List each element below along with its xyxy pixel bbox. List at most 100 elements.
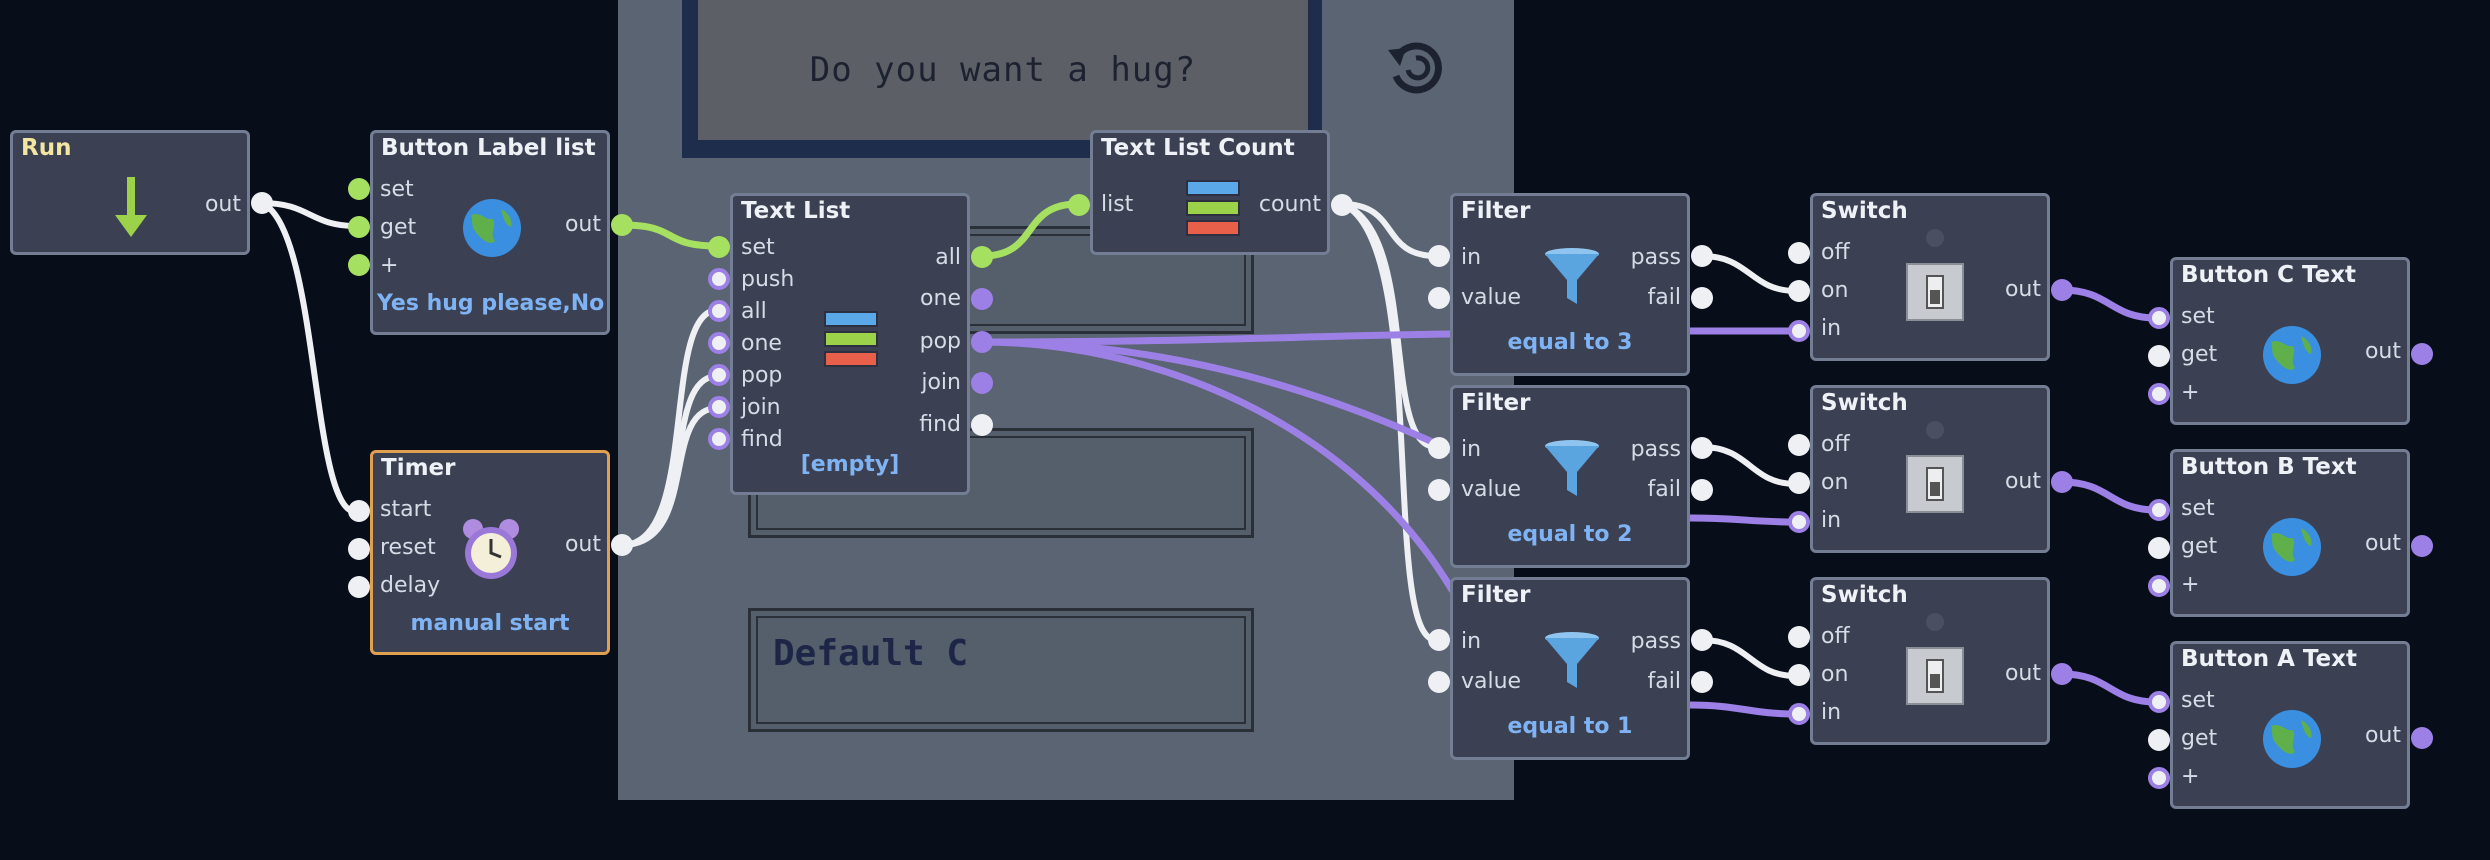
port-value[interactable] <box>1428 479 1450 501</box>
port-plus[interactable] <box>2148 575 2170 597</box>
port-in[interactable] <box>1428 245 1450 267</box>
node-button-a-text[interactable]: Button A Text set get + out <box>2170 641 2410 809</box>
port-in[interactable] <box>1788 703 1810 725</box>
port-label: all <box>741 299 767 324</box>
port-plus[interactable] <box>2148 767 2170 789</box>
globe-icon <box>2263 710 2321 768</box>
port-plus[interactable] <box>2148 383 2170 405</box>
node-button-label-list[interactable]: Button Label list set get + out Yes hug … <box>370 130 610 335</box>
port-count[interactable] <box>1331 194 1353 216</box>
node-title: Button A Text <box>2181 646 2357 672</box>
port-get[interactable] <box>2148 729 2170 751</box>
port-label: pass <box>1630 437 1681 462</box>
port-label: pass <box>1630 629 1681 654</box>
port-pass[interactable] <box>1691 629 1713 651</box>
node-filter-equal-1[interactable]: Filter in value pass fail equal to 1 <box>1450 577 1690 760</box>
port-start[interactable] <box>348 500 370 522</box>
port-label: fail <box>1647 477 1681 502</box>
port-get[interactable] <box>2148 537 2170 559</box>
port-plus[interactable] <box>348 254 370 276</box>
port-value[interactable] <box>1428 671 1450 693</box>
node-filter-equal-2[interactable]: Filter in value pass fail equal to 2 <box>1450 385 1690 568</box>
port-out[interactable] <box>611 534 633 556</box>
reload-icon[interactable] <box>1384 36 1448 100</box>
port-pass[interactable] <box>1691 245 1713 267</box>
port-off[interactable] <box>1788 242 1810 264</box>
node-switch-2[interactable]: Switch off on in out <box>1810 385 2050 553</box>
node-title: Text List <box>741 198 851 224</box>
port-out[interactable] <box>2411 343 2433 365</box>
node-switch-3[interactable]: Switch off on in out <box>1810 577 2050 745</box>
port-pass[interactable] <box>1691 437 1713 459</box>
node-text-list-count[interactable]: Text List Count list count <box>1090 130 1330 255</box>
button-slot-default-c[interactable]: Default C <box>748 608 1254 732</box>
port-label: get <box>380 215 417 240</box>
port-find[interactable] <box>708 428 730 450</box>
node-button-c-text[interactable]: Button C Text set get + out <box>2170 257 2410 425</box>
node-timer[interactable]: Timer start reset delay out manual start <box>370 450 610 655</box>
port-fail[interactable] <box>1691 671 1713 693</box>
node-title: Timer <box>381 455 456 481</box>
port-in[interactable] <box>1428 629 1450 651</box>
port-value[interactable] <box>1428 287 1450 309</box>
port-out-pop[interactable] <box>971 331 993 353</box>
port-in[interactable] <box>1788 511 1810 533</box>
port-set[interactable] <box>2148 307 2170 329</box>
port-join[interactable] <box>708 396 730 418</box>
port-label: pass <box>1630 245 1681 270</box>
port-push[interactable] <box>708 268 730 290</box>
port-label: in <box>1461 245 1482 270</box>
port-label: value <box>1461 669 1522 694</box>
port-out[interactable] <box>2411 535 2433 557</box>
port-pop[interactable] <box>708 364 730 386</box>
port-off[interactable] <box>1788 626 1810 648</box>
port-label: reset <box>380 535 436 560</box>
node-run[interactable]: Run out <box>10 130 250 255</box>
port-out[interactable] <box>251 192 273 214</box>
port-out-find[interactable] <box>971 414 993 436</box>
port-out[interactable] <box>2411 727 2433 749</box>
port-in[interactable] <box>1788 320 1810 342</box>
port-reset[interactable] <box>348 538 370 560</box>
port-set[interactable] <box>708 236 730 258</box>
port-list[interactable] <box>1068 194 1090 216</box>
port-on[interactable] <box>1788 472 1810 494</box>
port-fail[interactable] <box>1691 287 1713 309</box>
port-label: out <box>204 192 241 217</box>
port-label: one <box>920 286 961 311</box>
node-title: Button C Text <box>2181 262 2357 288</box>
port-label: out <box>2004 661 2041 686</box>
port-get[interactable] <box>348 216 370 238</box>
port-out[interactable] <box>2051 279 2073 301</box>
port-out-join[interactable] <box>971 372 993 394</box>
port-label: set <box>741 235 775 260</box>
port-out[interactable] <box>2051 471 2073 493</box>
port-delay[interactable] <box>348 576 370 598</box>
port-off[interactable] <box>1788 434 1810 456</box>
node-button-b-text[interactable]: Button B Text set get + out <box>2170 449 2410 617</box>
node-text-list[interactable]: Text List set push all one pop join find… <box>730 193 970 495</box>
port-on[interactable] <box>1788 664 1810 686</box>
port-label: one <box>741 331 782 356</box>
node-filter-equal-3[interactable]: Filter in value pass fail equal to 3 <box>1450 193 1690 376</box>
port-label: set <box>380 177 414 202</box>
port-set[interactable] <box>348 178 370 200</box>
port-out-all[interactable] <box>971 246 993 268</box>
port-out[interactable] <box>611 214 633 236</box>
port-all[interactable] <box>708 300 730 322</box>
stacked-list-icon <box>824 311 878 367</box>
port-in[interactable] <box>1428 437 1450 459</box>
port-label: start <box>380 497 432 522</box>
port-one[interactable] <box>708 332 730 354</box>
funnel-icon <box>1545 248 1599 304</box>
port-fail[interactable] <box>1691 479 1713 501</box>
port-set[interactable] <box>2148 499 2170 521</box>
port-out-one[interactable] <box>971 288 993 310</box>
port-set[interactable] <box>2148 691 2170 713</box>
node-switch-1[interactable]: Switch off on in out <box>1810 193 2050 361</box>
port-get[interactable] <box>2148 345 2170 367</box>
port-on[interactable] <box>1788 280 1810 302</box>
port-out[interactable] <box>2051 663 2073 685</box>
